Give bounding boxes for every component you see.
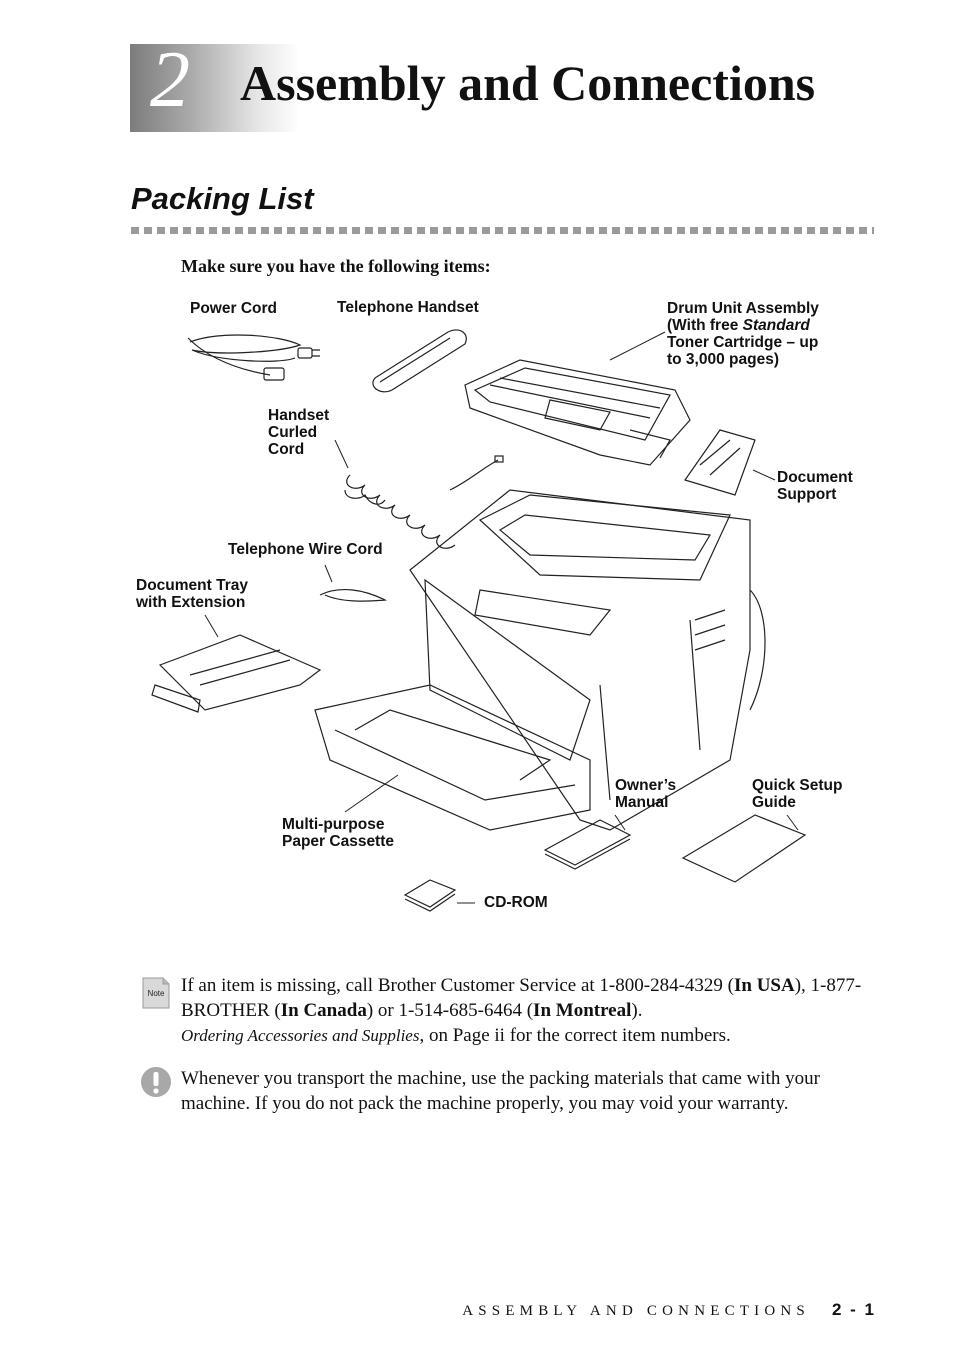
drum-unit-drawing (464, 331, 691, 466)
telephone-handset-drawing (372, 329, 467, 393)
label-handset-cord-line2: Curled (268, 424, 318, 441)
label-handset-cord-line1: Handset (268, 407, 330, 424)
label-drum-line3: Toner Cartridge – up (667, 334, 819, 351)
intro-text: Make sure you have the following items: (181, 256, 491, 276)
label-document-support-line2: Support (777, 486, 837, 503)
quick-setup-drawing (681, 814, 807, 883)
label-power-cord: Power Cord (190, 300, 277, 317)
note-italic-ref: Ordering Accessories and Supplies (181, 1026, 420, 1045)
label-document-support: Document Support (777, 469, 853, 503)
note-icon-label: Note (148, 989, 165, 998)
label-telephone-handset: Telephone Handset (337, 299, 479, 316)
label-cd-rom: CD-ROM (484, 894, 548, 911)
label-document-tray: Document Tray with Extension (136, 577, 248, 611)
section-title: Packing List (131, 181, 314, 216)
label-handset-cord-line3: Cord (268, 441, 305, 458)
footer-running-title: ASSEMBLY AND CONNECTIONS (462, 1303, 810, 1319)
fax-machine-drawing (314, 489, 766, 831)
label-drum-unit: Drum Unit Assembly (With free Standard T… (667, 300, 819, 368)
label-drum-line2: (With free Standard (667, 317, 819, 334)
label-quick-setup-line1: Quick Setup (752, 777, 843, 794)
note-text-1: If an item is missing, call Brother Cust… (181, 975, 734, 996)
note-bold-canada: In Canada (280, 1000, 367, 1021)
chapter-number: 2 (150, 36, 190, 124)
label-quick-setup-line2: Guide (752, 794, 796, 811)
note-text-5: , on Page ii for the correct item number… (419, 1025, 731, 1046)
label-multi-purpose-line1: Multi-purpose (282, 816, 385, 833)
chapter-number-box (130, 44, 300, 132)
label-drum-line1: Drum Unit Assembly (667, 300, 819, 317)
label-drum-line4: to 3,000 pages) (667, 351, 779, 368)
curled-cord-drawing (334, 439, 504, 549)
label-quick-setup: Quick Setup Guide (752, 777, 842, 811)
note-text-2: ), 1-877-BROTHER ( (181, 975, 862, 1021)
telephone-wire-drawing (319, 564, 388, 602)
label-drum-line2-italic: Standard (742, 317, 810, 334)
label-multi-purpose-line2: Paper Cassette (282, 833, 395, 850)
note-paragraph: If an item is missing, call Brother Cust… (181, 973, 881, 1048)
power-cord-drawing (187, 334, 320, 381)
note-text-4: ). (631, 1000, 643, 1021)
packing-list-figure: Power Cord Telephone Handset Drum Unit A… (130, 290, 890, 930)
cd-rom-drawing (403, 879, 475, 912)
exclamation-icon (141, 1067, 171, 1097)
document-support-drawing (684, 429, 776, 496)
label-owners-manual-line2: Manual (615, 794, 669, 811)
chapter-title: Assembly and Connections (240, 55, 816, 111)
note-text-3: ) or 1-514-685-6464 ( (366, 1000, 534, 1021)
packing-list-illustration (151, 329, 807, 912)
label-telephone-wire-cord: Telephone Wire Cord (228, 541, 383, 558)
label-document-tray-line1: Document Tray (136, 577, 248, 594)
warning-paragraph: Whenever you transport the machine, use … (181, 1068, 820, 1114)
document-tray-drawing (151, 614, 322, 713)
page-footer: ASSEMBLY AND CONNECTIONS 2 - 1 (462, 1300, 876, 1320)
section-divider (131, 227, 874, 234)
label-document-support-line1: Document (777, 469, 853, 486)
label-multi-purpose: Multi-purpose Paper Cassette (282, 816, 394, 850)
label-handset-cord: Handset Curled Cord (268, 407, 329, 458)
label-owners-manual-line1: Owner’s (615, 777, 677, 794)
label-owners-manual: Owner’s Manual (615, 777, 676, 811)
note-bold-montreal: In Montreal (533, 1000, 632, 1021)
owners-manual-drawing (543, 814, 632, 870)
label-drum-line2-prefix: (With free (667, 317, 743, 334)
note-bold-usa: In USA (734, 975, 795, 996)
note-icon: Note (142, 977, 170, 1009)
footer-page-number: 2 - 1 (831, 1300, 876, 1319)
label-document-tray-line2: with Extension (136, 594, 246, 611)
